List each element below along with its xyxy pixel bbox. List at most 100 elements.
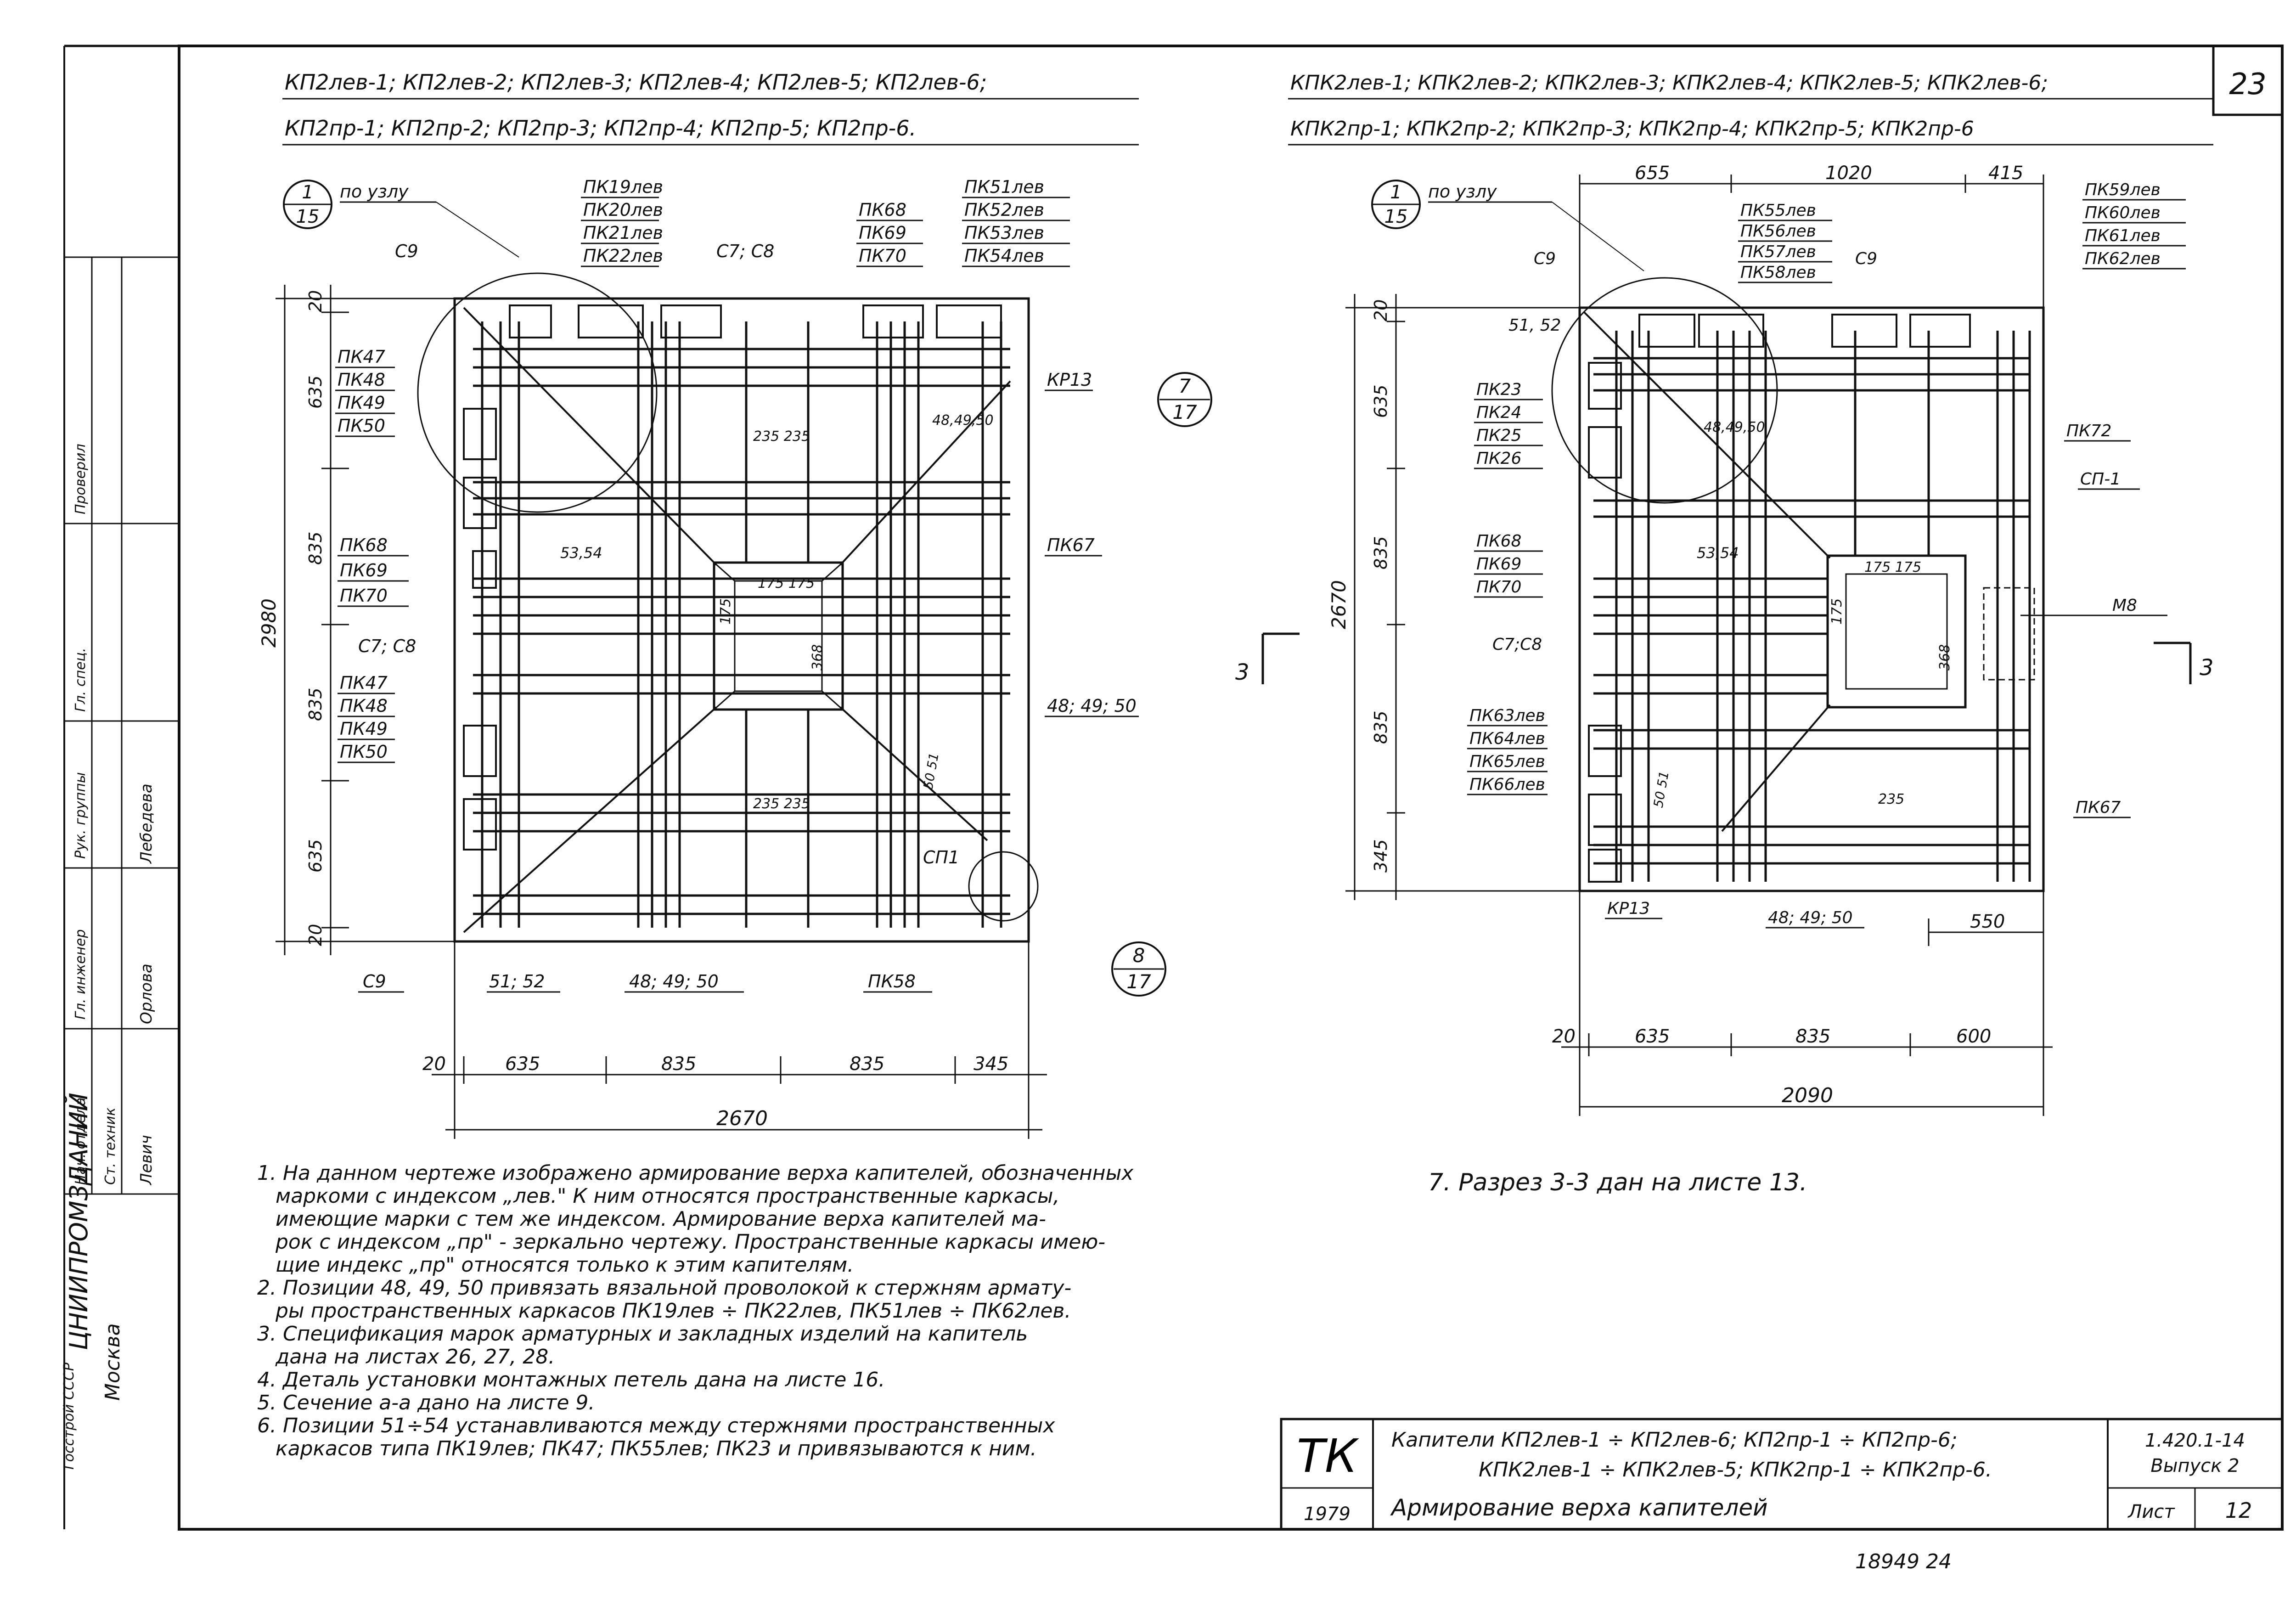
right-pk25: ПК25 [1476,426,1521,445]
right-pos-53-54: 53,54 [1697,544,1739,562]
right-topdim-0: 655 [1635,163,1670,184]
note-line: 1. На данном чертеже изображено армирова… [257,1161,1134,1185]
right-vdim-0: 20 [1371,299,1391,321]
left-pk70-top: ПК70 [859,246,906,266]
left-node-ref-top: 1 [302,182,313,203]
left-hdim-total: 2670 [716,1107,768,1130]
left-c7c8-top: С7; С8 [716,241,774,261]
note-line: 3. Спецификация марок арматурных и закла… [257,1322,1028,1346]
note-line: дана на листах 26, 27, 28. [276,1345,555,1369]
left-dim-235-top: 235 235 [753,428,810,445]
title-year: 1979 [1304,1504,1351,1525]
right-topdim-2: 415 [1988,163,2023,184]
right-dim-48-49-50-diag: 48,49,50 [1704,419,1765,435]
left-pos-51-52: 51; 52 [489,971,545,992]
left-node-ref-circle [283,180,332,229]
left-pos-53-54: 53,54 [560,544,602,562]
left-drawing: КП2лев-1; КП2лев-2; КП2лев-3; КП2лев-4; … [258,70,1212,1139]
right-pk56: ПК56лев [1740,222,1816,241]
left-vdim-total: 2980 [258,598,280,648]
side-stamp: ЦНИИПРОМЗДАНИЙ Москва Госстрой СССР Нач.… [61,46,179,1529]
left-pk20: ПК20лев [583,200,663,220]
left-pk19: ПК19лев [583,177,663,197]
note-line: 5. Сечение а-а дано на листе 9. [257,1391,595,1414]
side-role-2: Рук. группы [73,772,89,859]
right-dim-368: 368 [1937,644,1953,670]
right-pk60: ПК60лев [2085,203,2161,222]
left-callout-8-17 [1111,941,1166,997]
right-pk26: ПК26 [1476,449,1521,468]
left-hdim-4: 345 [974,1054,1008,1075]
left-dim-48-49-50-diag: 48,49,50 [932,412,994,428]
left-dim-175-175: 175 175 [758,575,815,592]
right-pk65: ПК65лев [1469,752,1545,771]
left-pk50-bottom: ПК50 [340,742,388,762]
left-dim-175-v: 175 [718,598,734,625]
left-dim-368: 368 [810,644,826,670]
right-pk62: ПК62лев [2085,249,2161,268]
left-cp1: СП1 [923,847,959,868]
left-vdim-3: 835 [305,687,326,721]
side-name-1: Орлова [137,963,156,1024]
left-pk67: ПК67 [1047,535,1095,555]
left-hdim-2: 835 [661,1054,696,1075]
note-line: ры пространственных каркасов ПК19лев ÷ П… [276,1299,1071,1323]
left-callout-17b: 17 [1126,970,1151,993]
right-vdim-2: 835 [1371,536,1391,569]
right-topdim-1: 1020 [1825,163,1872,184]
left-pos-48-49-50-bottom: 48; 49; 50 [629,971,719,992]
note-line: щие индекс „пр" относятся только к этим … [276,1253,854,1277]
right-dim-50-51: 50 51 [1650,770,1671,809]
right-hdim-2: 835 [1795,1026,1830,1047]
note-line: рок с индексом „пр" - зеркально чертежу.… [276,1230,1106,1254]
left-pk68-top: ПК68 [859,200,906,220]
title-line3: Армирование верха капителей [1390,1494,1768,1521]
right-section-label-right: 3 [2200,655,2214,681]
right-section-label-left: 3 [1235,659,1249,685]
note-line: каркасов типа ПК19лев; ПК47; ПК55лев; ПК… [276,1437,1037,1460]
right-dim-550: 550 [1970,911,2005,932]
side-role-1: Гл. инженер [73,929,89,1020]
right-c7c8: С7;С8 [1492,635,1542,654]
left-hdim-0: 20 [422,1054,446,1075]
right-pk63: ПК63лев [1469,706,1545,725]
left-pk51: ПК51лев [964,177,1044,197]
left-pk49-top: ПК49 [338,393,385,413]
title-code: 1.420.1-14 [2145,1430,2245,1451]
right-pk59: ПК59лев [2085,180,2161,199]
right-hdim-1: 635 [1635,1026,1670,1047]
sheet-frame [178,45,2284,1531]
note-line: маркоми с индексом „лев." К ним относятс… [276,1184,1060,1208]
right-dim-175-v: 175 [1829,598,1845,625]
right-node-label: по узлу [1428,181,1497,202]
right-pk57: ПК57лев [1740,242,1816,261]
left-vdim-2: 835 [305,531,326,565]
left-pk54: ПК54лев [964,246,1044,266]
right-pos-51-52: 51, 52 [1508,316,1561,335]
left-vdim-1: 635 [305,375,326,409]
left-c9-bottom: С9 [363,971,386,992]
left-pk21: ПК21лев [583,223,663,243]
left-node-circle-top [417,272,658,513]
left-pk70-mid: ПК70 [340,586,388,606]
right-dim-175-175: 175 175 [1864,559,1921,575]
left-node-label: по узлу [340,181,409,202]
left-pk22: ПК22лев [583,246,663,266]
left-pk68-mid: ПК68 [340,535,388,555]
left-pk49-bottom: ПК49 [340,719,388,739]
right-cp1: СП-1 [2080,470,2121,489]
note-right: 7. Разрез 3-3 дан на листе 13. [1428,1171,1807,1194]
right-pk68: ПК68 [1476,532,1521,551]
title-sheet-label: Лист [2127,1501,2175,1522]
side-city-text: Москва [101,1323,124,1401]
side-role-4: Гл. спец. [73,648,89,712]
left-callout-8: 8 [1133,944,1145,967]
right-section-mark-right [2154,642,2192,684]
right-hdim-total: 2090 [1782,1084,1833,1107]
right-pk69: ПК69 [1476,555,1521,574]
right-pk72: ПК72 [2066,422,2111,440]
left-vdim-4: 635 [305,839,326,873]
title-issue: Выпуск 2 [2150,1455,2239,1476]
right-pk55: ПК55лев [1740,201,1816,220]
left-c9-top: С9 [395,241,418,261]
